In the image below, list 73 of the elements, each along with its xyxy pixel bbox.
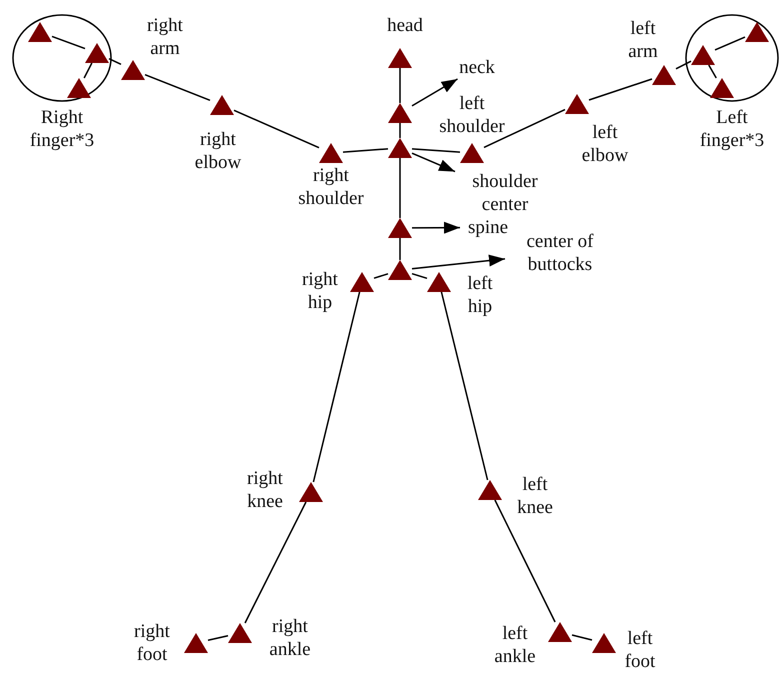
joint-marker <box>478 480 502 500</box>
bone-line <box>208 635 228 641</box>
bone-line <box>374 273 388 279</box>
finger-group <box>12 14 112 152</box>
joint-marker <box>319 143 343 163</box>
bone-line <box>572 634 592 641</box>
joint-label: neck <box>447 56 507 79</box>
bone-line <box>234 110 320 148</box>
bone-line <box>494 500 556 622</box>
bone-line <box>676 60 692 70</box>
joint-marker <box>228 623 252 643</box>
joint-marker <box>28 22 52 42</box>
bone-line <box>52 36 86 50</box>
group-label: Left finger*3 <box>698 106 766 152</box>
joint-label: head <box>386 14 424 37</box>
bone-line <box>83 62 93 78</box>
joint-marker <box>299 482 323 502</box>
joint-label: right ankle <box>268 615 312 661</box>
bone-line <box>312 292 360 482</box>
bone-line <box>412 148 460 153</box>
joint-label: right hip <box>301 268 339 314</box>
joint-marker <box>388 138 412 158</box>
joint-label: left knee <box>516 473 554 519</box>
joint-label: right knee <box>246 467 284 513</box>
joint-label: left ankle <box>493 622 537 668</box>
group-label: Right finger*3 <box>28 106 96 152</box>
joint-marker <box>691 45 715 65</box>
joint-marker <box>460 143 484 163</box>
joint-label: right shoulder <box>297 164 365 210</box>
joint-marker <box>388 103 412 123</box>
bone-line <box>708 64 717 78</box>
joint-marker <box>745 22 769 42</box>
joint-label: left hip <box>466 272 494 318</box>
joint-marker <box>592 633 616 653</box>
bone-line <box>440 292 488 480</box>
arrow <box>412 222 460 234</box>
finger-group <box>685 14 779 152</box>
joint-marker <box>350 272 374 292</box>
arrow <box>412 152 456 172</box>
joint-marker <box>85 43 109 63</box>
arrow <box>412 254 506 270</box>
bone-line <box>399 158 401 218</box>
joint-marker <box>710 78 734 98</box>
joint-marker <box>548 622 572 642</box>
arrow <box>412 78 458 107</box>
bone-line <box>714 36 746 51</box>
bone-line <box>108 58 122 66</box>
joint-marker <box>184 633 208 653</box>
joint-marker <box>67 78 91 98</box>
bone-line <box>144 74 210 101</box>
bone-line <box>244 502 307 624</box>
joint-marker <box>121 60 145 80</box>
bone-line <box>342 148 388 153</box>
joint-marker <box>652 65 676 85</box>
joint-label: left arm <box>627 17 659 63</box>
bone-line <box>588 78 652 101</box>
joint-label: left elbow <box>580 121 630 167</box>
joint-marker <box>210 95 234 115</box>
joint-marker <box>427 272 451 292</box>
joint-label: left foot <box>624 627 656 673</box>
joint-marker <box>388 260 412 280</box>
bone-line <box>399 238 401 260</box>
bone-line <box>484 108 566 148</box>
joint-marker <box>388 218 412 238</box>
joint-marker <box>388 48 412 68</box>
bone-line <box>399 68 401 103</box>
bone-line <box>412 272 428 280</box>
joint-marker <box>565 94 589 114</box>
joint-label: right foot <box>133 620 171 666</box>
bone-line <box>399 123 401 138</box>
joint-label: right arm <box>146 14 184 60</box>
joint-label: left shoulder <box>438 92 506 138</box>
joint-label: right elbow <box>194 128 242 174</box>
